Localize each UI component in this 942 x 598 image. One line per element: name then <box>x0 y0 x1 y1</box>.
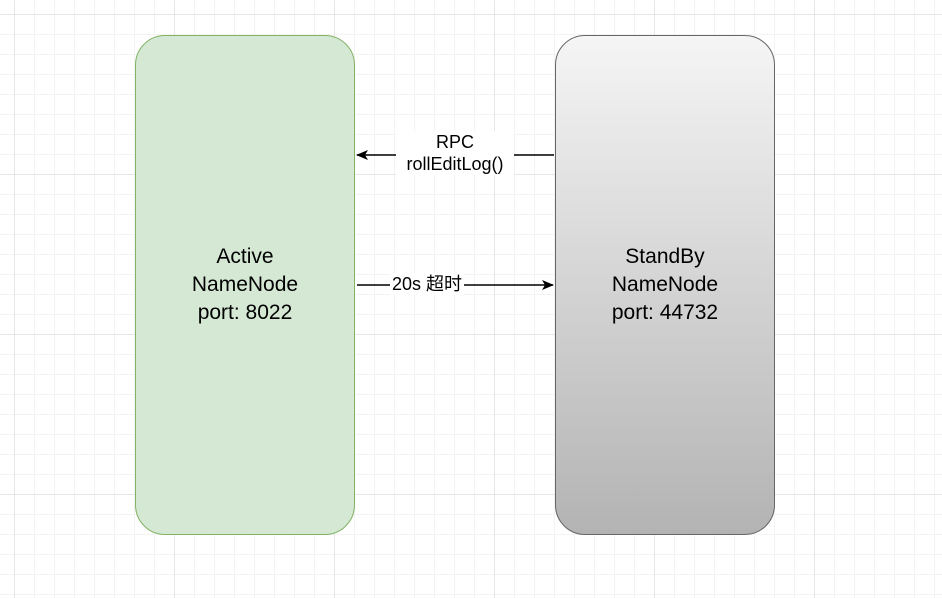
standby-namenode-title: StandBy <box>625 245 705 268</box>
active-namenode-name: NameNode <box>191 273 299 296</box>
rpc-edge-label-line1: RPC <box>435 132 474 152</box>
active-namenode-label: Active NameNode port: 8022 <box>192 243 298 327</box>
standby-namenode-name: NameNode <box>611 273 719 296</box>
standby-namenode-port: port: 44732 <box>611 301 719 324</box>
timeout-edge-label: 20s 超时 <box>390 273 465 295</box>
active-namenode-port: port: 8022 <box>197 301 293 324</box>
rpc-edge-label-line2: rollEditLog() <box>406 154 504 174</box>
standby-namenode-label: StandBy NameNode port: 44732 <box>612 243 718 327</box>
active-namenode-title: Active <box>216 245 274 268</box>
rpc-edge-label: RPC rollEditLog() <box>396 131 514 175</box>
standby-namenode-box[interactable]: StandBy NameNode port: 44732 <box>555 35 775 535</box>
active-namenode-box[interactable]: Active NameNode port: 8022 <box>135 35 355 535</box>
